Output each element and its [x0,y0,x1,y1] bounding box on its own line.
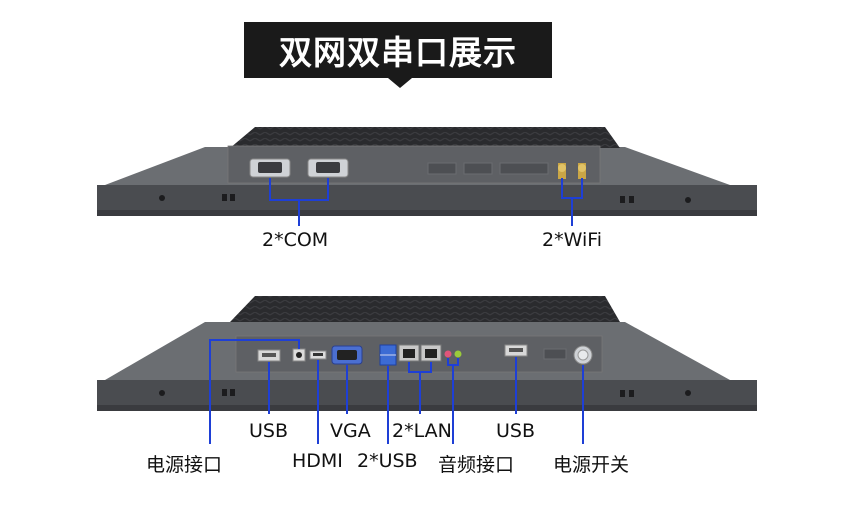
bottom-callouts [209,339,584,444]
label-2-com: 2*COM [262,229,329,251]
wifi-connector-2 [578,163,586,179]
label-2-wifi: 2*WiFi [542,229,603,251]
usb-port-right [504,344,528,357]
com-port-2 [307,158,349,178]
audio-jacks [444,350,462,358]
wifi-connector-1 [558,163,566,179]
title-pointer [388,78,412,88]
label-usb-right: USB [496,420,536,442]
dc-power-jack [292,348,306,362]
bottom-device [97,296,757,411]
top-chassis-side [97,185,757,211]
label-vga: VGA [330,420,371,442]
label-2-lan: 2*LAN [392,420,452,442]
label-power-port: 电源接口 [146,454,223,476]
label-usb-left: USB [249,420,289,442]
top-callouts [269,178,583,226]
bottom-chassis-side [97,380,757,406]
power-button [573,345,593,365]
com-port-1 [249,158,291,178]
vga-port [331,345,363,365]
label-2-usb: 2*USB [357,450,418,472]
top-device [97,127,757,216]
usb3-ports [379,344,397,366]
label-audio-port: 音频接口 [438,454,515,476]
hdmi-port [309,350,327,360]
label-hdmi: HDMI [292,450,343,472]
page-title: 双网双串口展示 [244,22,552,78]
lan-port-1 [398,344,420,362]
bottom-heatsink [230,296,620,322]
usb-port-left [257,349,281,362]
top-heatsink [230,127,620,148]
lan-port-2 [420,344,442,362]
label-power-switch: 电源开关 [553,454,630,476]
